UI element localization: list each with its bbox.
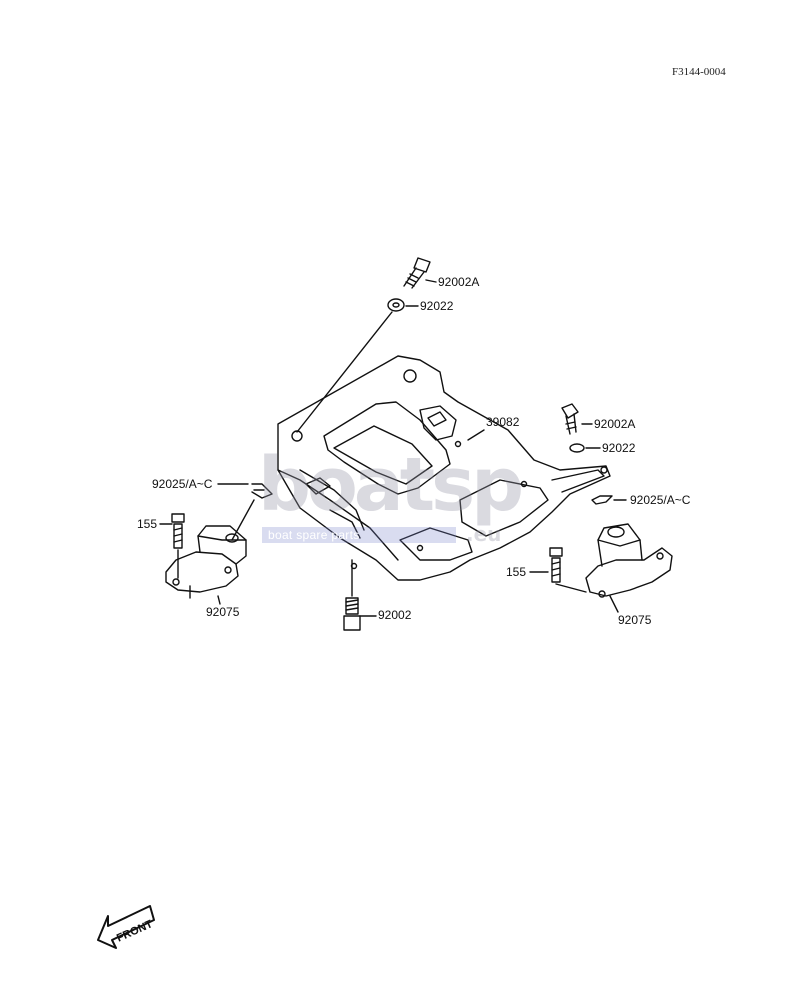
label-mount-left: 92075 bbox=[206, 605, 240, 619]
bolt-92002a-right bbox=[561, 403, 579, 435]
label-bolt-155-left: 155 bbox=[137, 517, 158, 531]
label-washer-right: 92022 bbox=[602, 441, 636, 455]
watermark-tld: .eu bbox=[466, 522, 502, 546]
front-arrow-label: FRONT bbox=[115, 918, 155, 944]
front-arrow-icon bbox=[97, 905, 155, 949]
diagram-code: F3144-0004 bbox=[672, 66, 726, 78]
bolt-155-left bbox=[171, 513, 185, 579]
engine-mount-right bbox=[585, 523, 673, 613]
bolt-92002-bottom bbox=[343, 559, 361, 631]
label-bolt-bottom: 92002 bbox=[378, 608, 412, 622]
bolt-92002a-top bbox=[403, 257, 431, 289]
watermark-tagline: boat spare parts bbox=[262, 527, 456, 543]
label-shim-right: 92025/A~C bbox=[630, 493, 691, 507]
label-bolt-155-right: 155 bbox=[506, 565, 527, 579]
label-bolt-right: 92002A bbox=[594, 417, 636, 431]
label-washer-top: 92022 bbox=[420, 299, 454, 313]
label-plate: 39082 bbox=[486, 415, 520, 429]
watermark-logo: boatsp bbox=[258, 442, 524, 528]
label-bolt-top: 92002A bbox=[438, 275, 480, 289]
engine-mount-left bbox=[165, 525, 247, 599]
label-shim-left: 92025/A~C bbox=[152, 477, 213, 491]
engine-bed-plate bbox=[277, 355, 611, 581]
label-mount-right: 92075 bbox=[618, 613, 652, 627]
bolt-155-right bbox=[529, 547, 587, 593]
